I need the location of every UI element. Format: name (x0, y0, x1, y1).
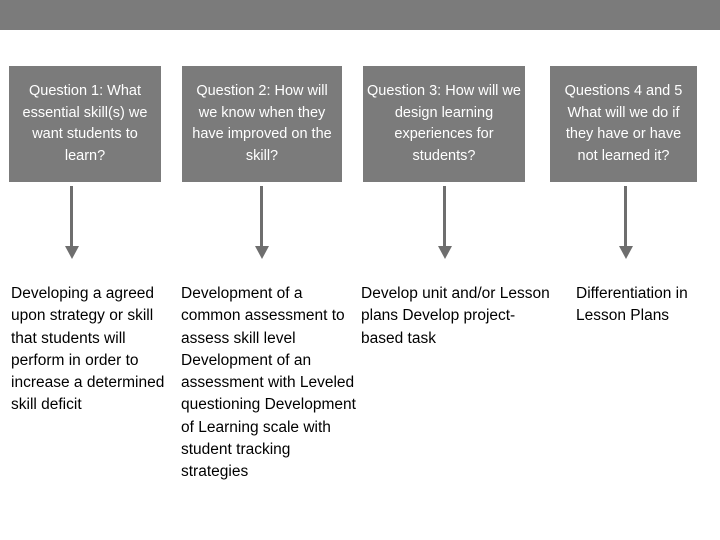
question-box-4-label: Questions 4 and 5 What will we do if the… (564, 83, 683, 164)
answer-column-4: Differentiation in Lesson Plans (576, 285, 688, 325)
arrow-shaft (260, 186, 263, 248)
answer-column-1: Developing a agreed upon strategy or ski… (11, 285, 165, 414)
question-box-2-label: Question 2: How will we know when they h… (192, 83, 332, 164)
question-box-3-label: Question 3: How will we design learning … (367, 83, 521, 164)
arrow-shaft (70, 186, 73, 248)
question-box-1[interactable]: Question 1: What essential skill(s) we w… (9, 66, 161, 182)
answer-column-3: Develop unit and/or Lesson plans Develop… (361, 285, 550, 347)
arrow-down-icon-4 (619, 186, 633, 261)
arrow-head (65, 246, 79, 259)
question-box-1-label: Question 1: What essential skill(s) we w… (22, 83, 148, 164)
arrow-down-icon-2 (255, 186, 269, 261)
arrow-shaft (443, 186, 446, 248)
top-banner-bar (0, 0, 720, 30)
question-box-2[interactable]: Question 2: How will we know when they h… (182, 66, 342, 182)
arrow-shaft (624, 186, 627, 248)
arrow-down-icon-1 (65, 186, 79, 261)
arrow-down-icon-3 (438, 186, 452, 261)
arrow-head (255, 246, 269, 259)
arrow-head (438, 246, 452, 259)
question-box-4[interactable]: Questions 4 and 5 What will we do if the… (550, 66, 697, 182)
answer-column-2: Development of a common assessment to as… (181, 285, 356, 481)
arrow-head (619, 246, 633, 259)
question-box-3[interactable]: Question 3: How will we design learning … (363, 66, 525, 182)
